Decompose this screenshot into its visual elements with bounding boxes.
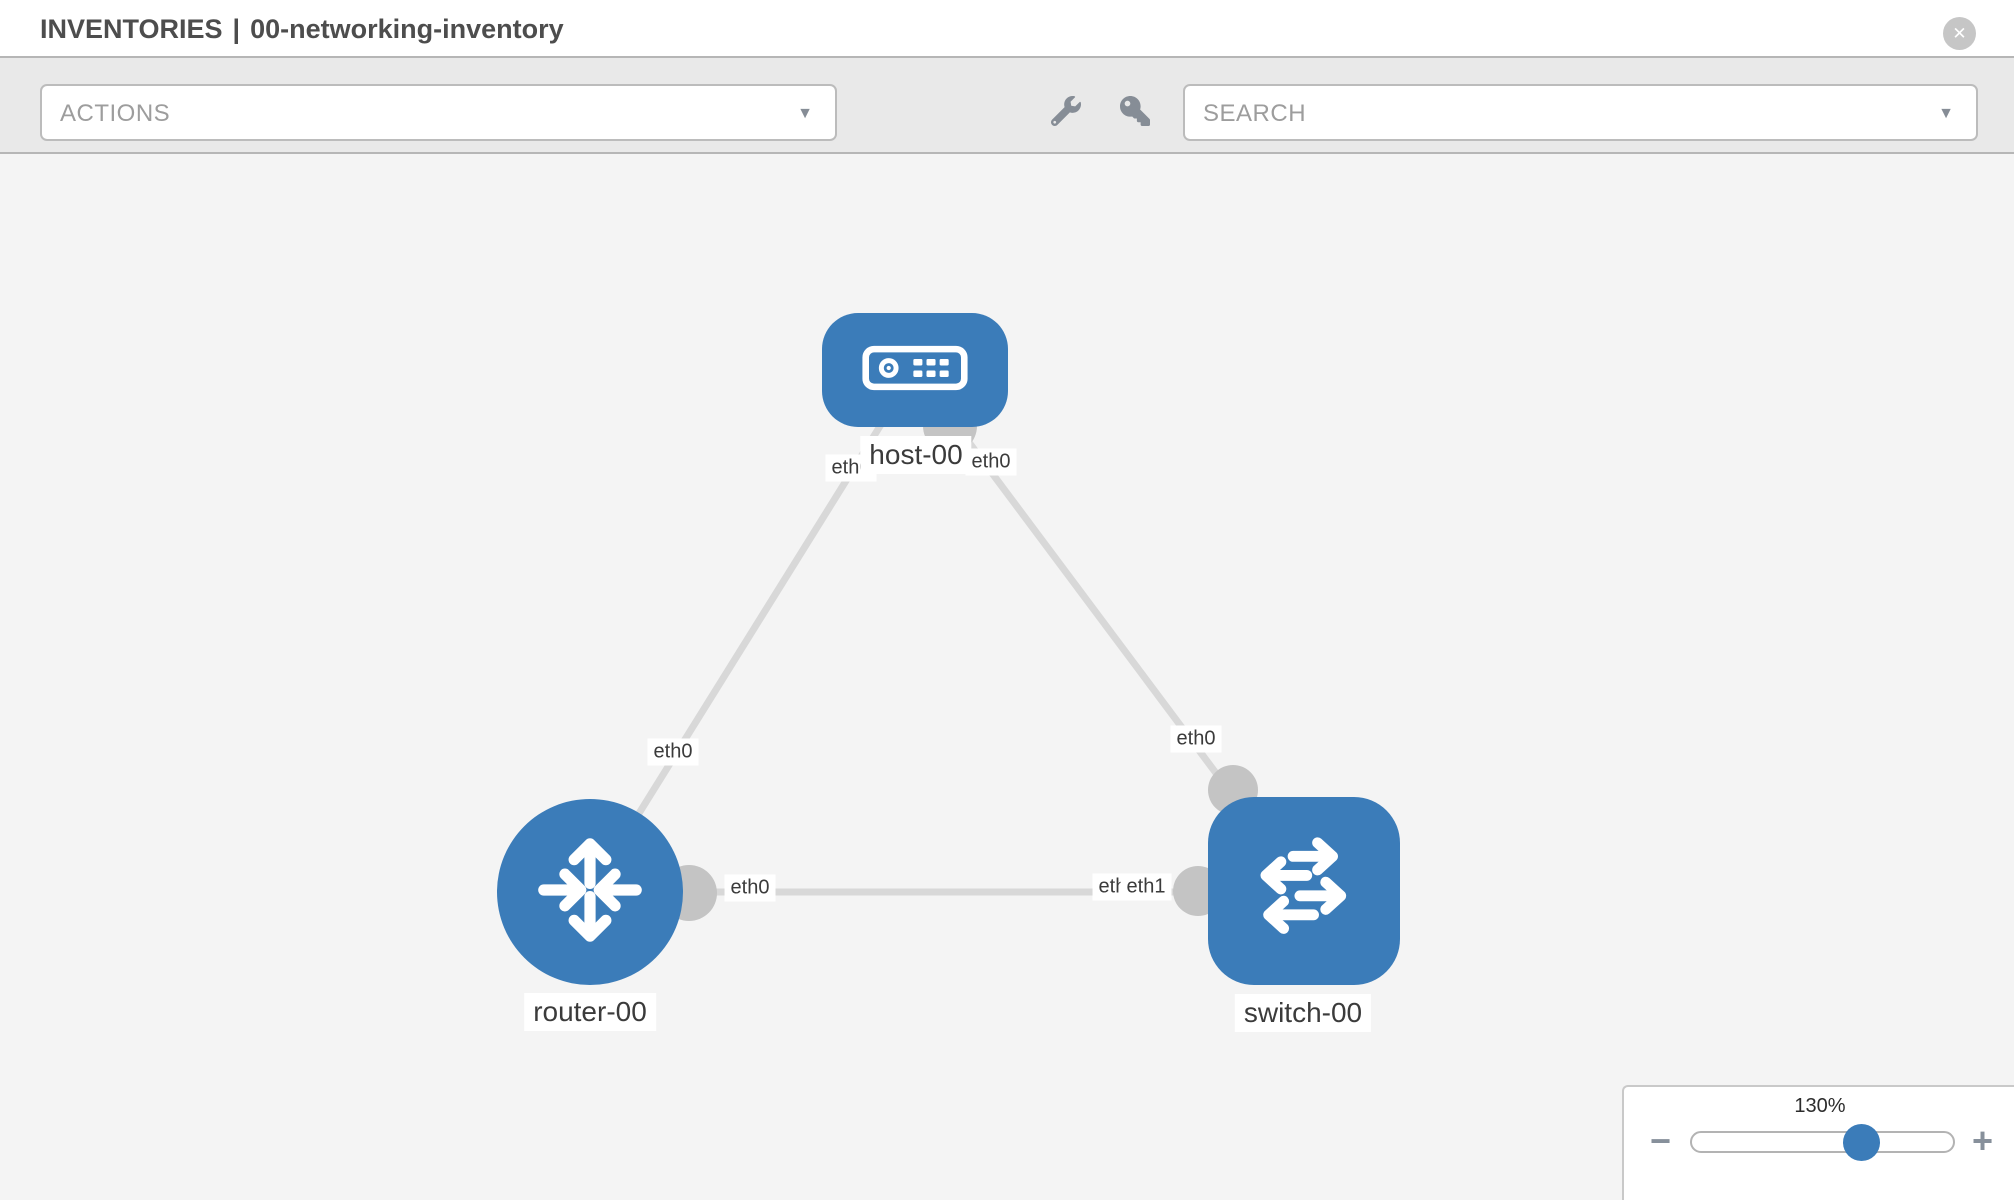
chevron-down-icon: ▼ — [797, 105, 813, 122]
breadcrumb: INVENTORIES — [40, 14, 223, 44]
key-icon — [1120, 95, 1150, 131]
minus-icon: − — [1650, 1120, 1672, 1161]
zoom-in-button[interactable]: + — [1972, 1123, 1993, 1159]
window-header: INVENTORIES | 00-networking-inventory ✕ — [0, 0, 2014, 58]
node-label-switch-00[interactable]: switch-00 — [1234, 994, 1372, 1032]
page-title: INVENTORIES | 00-networking-inventory — [40, 0, 564, 56]
credentials-button[interactable] — [1112, 90, 1158, 136]
close-button[interactable]: ✕ — [1943, 17, 1976, 50]
close-icon: ✕ — [1952, 23, 1967, 43]
chevron-down-icon: ▼ — [1938, 105, 1954, 122]
node-switch-00[interactable] — [1208, 797, 1400, 985]
plus-icon: + — [1972, 1120, 1994, 1161]
node-label-host-00[interactable]: host-00 — [860, 436, 972, 474]
search-dropdown[interactable]: SEARCH ▼ — [1183, 84, 1978, 141]
host-icon — [861, 345, 969, 396]
switch-icon — [1236, 821, 1372, 962]
node-label-router-00[interactable]: router-00 — [524, 993, 656, 1031]
title-separator: | — [232, 14, 241, 44]
search-dropdown-label: SEARCH — [1203, 100, 1307, 127]
iface-label-router-top: eth0 — [647, 738, 699, 766]
iface-label-switch-top: eth0 — [1170, 725, 1222, 753]
iface-label-host-right: eth0 — [965, 448, 1017, 476]
topology-canvas[interactable]: eth0 eth0 eth0 eth0 eth0 eth0 eth1 host-… — [0, 154, 2014, 1200]
actions-dropdown[interactable]: ACTIONS ▼ — [40, 84, 837, 141]
zoom-out-button[interactable]: − — [1650, 1123, 1671, 1159]
zoom-panel: 130% − + — [1622, 1085, 2014, 1200]
wrench-icon — [1050, 95, 1081, 131]
zoom-slider-handle[interactable] — [1843, 1124, 1880, 1161]
configure-button[interactable] — [1043, 90, 1089, 136]
toolbar: ACTIONS ▼ SEARCH ▼ — [0, 58, 2014, 154]
iface-label-switch-left: eth1 — [1120, 873, 1172, 901]
zoom-level-label: 130% — [1794, 1095, 1846, 1117]
topology-links-svg — [587, 367, 1307, 921]
actions-dropdown-label: ACTIONS — [60, 100, 171, 127]
router-icon — [524, 824, 656, 961]
zoom-slider-track[interactable] — [1690, 1131, 1955, 1153]
inventory-name: 00-networking-inventory — [250, 14, 564, 44]
iface-label-router-right: eth0 — [724, 874, 776, 902]
node-router-00[interactable] — [497, 799, 683, 985]
node-host-00[interactable] — [822, 313, 1008, 427]
